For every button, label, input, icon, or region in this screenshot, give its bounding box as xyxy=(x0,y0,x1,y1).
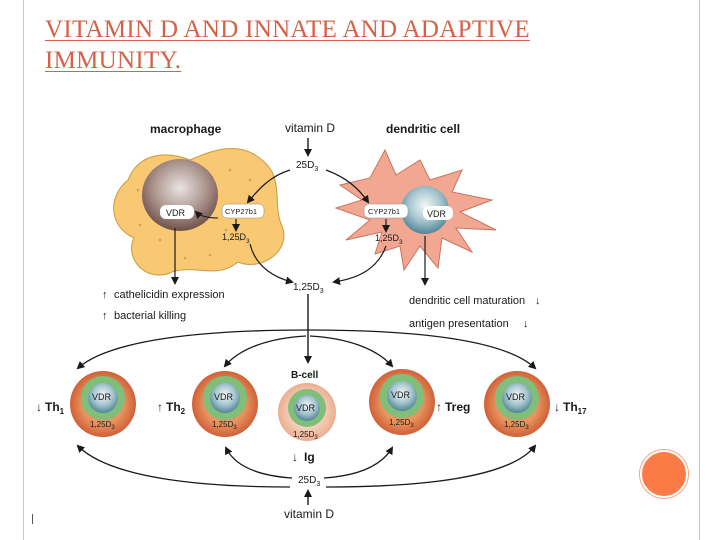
bacterial-label: bacterial killing xyxy=(114,310,186,322)
ig-down-icon: ↓ xyxy=(292,450,298,464)
treg-vdr-label: VDR xyxy=(391,390,411,400)
th2-up-icon: ↑ xyxy=(157,400,163,414)
macrophage-label: macrophage xyxy=(150,122,222,136)
treg-up-icon: ↑ xyxy=(436,400,442,414)
macrophage-cyp-box xyxy=(221,203,265,219)
th1-cell: VDR 1,25D3 xyxy=(70,371,136,437)
macrophage-d125-label: 1,25D3 xyxy=(222,232,250,245)
th2-cell: VDR 1,25D3 xyxy=(192,371,258,437)
decorative-orange-circle xyxy=(640,450,688,498)
cathelicidin-label: cathelicidin expression xyxy=(114,289,225,301)
th17-vdr-label: VDR xyxy=(506,392,526,402)
slide-title: VITAMIN D AND INNATE AND ADAPTIVE IMMUNI… xyxy=(45,16,530,74)
d25-bottom-label: 25D3 xyxy=(298,475,320,488)
d25-top-label: 25D3 xyxy=(296,160,318,173)
th2-vdr-label: VDR xyxy=(214,392,234,402)
arrow-cyp-to-vdr xyxy=(194,210,219,220)
bacterial-up-icon: ↑ xyxy=(102,310,108,322)
slide-mark xyxy=(32,514,33,524)
macrophage-vdr-label: VDR xyxy=(166,208,186,218)
arrow-25d-to-dendritic xyxy=(325,169,370,204)
arrow-25d-to-th17 xyxy=(325,444,537,488)
macrophage-vdr-box xyxy=(160,205,194,219)
dendritic-d125-label: 1,25D3 xyxy=(375,233,403,246)
slide-frame-right xyxy=(699,0,700,540)
slide-frame-left xyxy=(23,0,24,540)
arrow-d125-to-th1 xyxy=(76,329,309,370)
th2-d125-label: 1,25D3 xyxy=(212,420,237,431)
dendritic-vdr-label: VDR xyxy=(427,209,447,219)
arrow-25d-to-treg xyxy=(323,446,394,479)
th1-down-icon: ↓ xyxy=(36,400,42,414)
cathelicidin-up-icon: ↑ xyxy=(102,289,108,301)
th1-label: Th1 xyxy=(45,400,65,416)
vitamin-d-bottom-label: vitamin D xyxy=(284,507,334,521)
arrow-25d-to-th1 xyxy=(76,444,291,488)
arrow-25d-to-th2 xyxy=(225,446,293,479)
dendritic-cyp-box xyxy=(363,203,409,219)
th17-cell: VDR 1,25D3 xyxy=(484,371,550,437)
treg-d125-label: 1,25D3 xyxy=(389,418,414,429)
macrophage-cyp-label: CYP27b1 xyxy=(225,207,257,216)
arrow-25d-to-macrophage xyxy=(246,169,291,204)
bcell-vdr-label: VDR xyxy=(296,403,316,413)
central-d125-label: 1,25D3 xyxy=(293,282,324,295)
arrow-d125-to-th2 xyxy=(223,335,307,368)
arrow-dendritic-to-central-d125 xyxy=(332,245,387,286)
treg-label: Treg xyxy=(445,400,470,414)
th17-down-icon: ↓ xyxy=(554,400,560,414)
dendritic-cell-label: dendritic cell xyxy=(386,122,460,136)
antigen-label: antigen presentation xyxy=(409,318,509,330)
bcell-d125-label: 1,25D3 xyxy=(293,430,318,441)
treg-cell: VDR 1,25D3 xyxy=(369,369,435,435)
th17-d125-label: 1,25D3 xyxy=(504,420,529,431)
th2-label: Th2 xyxy=(166,400,186,416)
th17-label: Th17 xyxy=(563,400,587,416)
dc-maturation-down-icon: ↓ xyxy=(535,295,541,307)
ig-label: Ig xyxy=(304,450,315,464)
th1-d125-label: 1,25D3 xyxy=(90,420,115,431)
arrow-d125-to-treg xyxy=(309,335,394,368)
b-cell: VDR 1,25D3 xyxy=(278,383,336,441)
dendritic-cyp-label: CYP27b1 xyxy=(368,207,400,216)
th1-vdr-label: VDR xyxy=(92,392,112,402)
arrow-macrophage-to-central-d125 xyxy=(249,243,294,285)
dendritic-vdr-box xyxy=(423,206,453,220)
dc-maturation-label: dendritic cell maturation xyxy=(409,295,525,307)
vitamin-d-top-label: vitamin D xyxy=(285,121,335,135)
bcell-label: B-cell xyxy=(291,370,318,381)
macrophage-nucleus xyxy=(142,159,218,231)
antigen-down-icon: ↓ xyxy=(523,318,529,330)
arrow-d125-to-th17 xyxy=(307,329,537,370)
